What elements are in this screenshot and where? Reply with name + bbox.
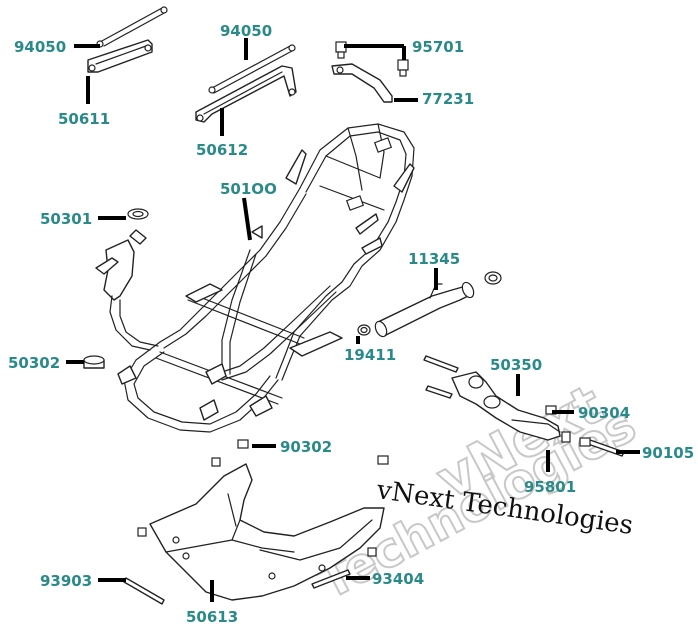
label-19411: 19411 [344, 346, 396, 364]
bushing-50302 [83, 355, 105, 369]
label-50100: 501OO [220, 180, 277, 198]
label-50301: 50301 [40, 210, 92, 228]
label-93404: 93404 [372, 570, 424, 588]
bushing-50301 [127, 208, 149, 220]
label-77231: 77231 [422, 90, 474, 108]
bracket-50611 [87, 6, 168, 73]
label-50612: 50612 [196, 141, 248, 159]
label-95701: 95701 [412, 38, 464, 56]
part-labels: 94050 50611 94050 50612 95701 77231 501O… [8, 22, 694, 626]
bracket-77231 [331, 41, 409, 103]
under-cover-50613 [123, 439, 389, 605]
label-95801: 95801 [524, 478, 576, 496]
label-50611: 50611 [58, 110, 110, 128]
engine-hanger-50350 [423, 355, 625, 457]
label-50350: 50350 [490, 356, 542, 374]
label-90302: 90302 [280, 438, 332, 456]
label-11345: 11345 [408, 250, 460, 268]
label-94050-b: 94050 [220, 22, 272, 40]
main-frame-50100 [95, 123, 415, 433]
label-94050-a: 94050 [14, 38, 66, 56]
label-50302: 50302 [8, 354, 60, 372]
label-50613: 50613 [186, 608, 238, 626]
leader-lines [66, 38, 640, 602]
label-93903: 93903 [40, 572, 92, 590]
label-90304: 90304 [578, 404, 630, 422]
clip-19411 [357, 324, 371, 336]
hose-11345 [374, 271, 502, 338]
label-90105: 90105 [642, 444, 694, 462]
